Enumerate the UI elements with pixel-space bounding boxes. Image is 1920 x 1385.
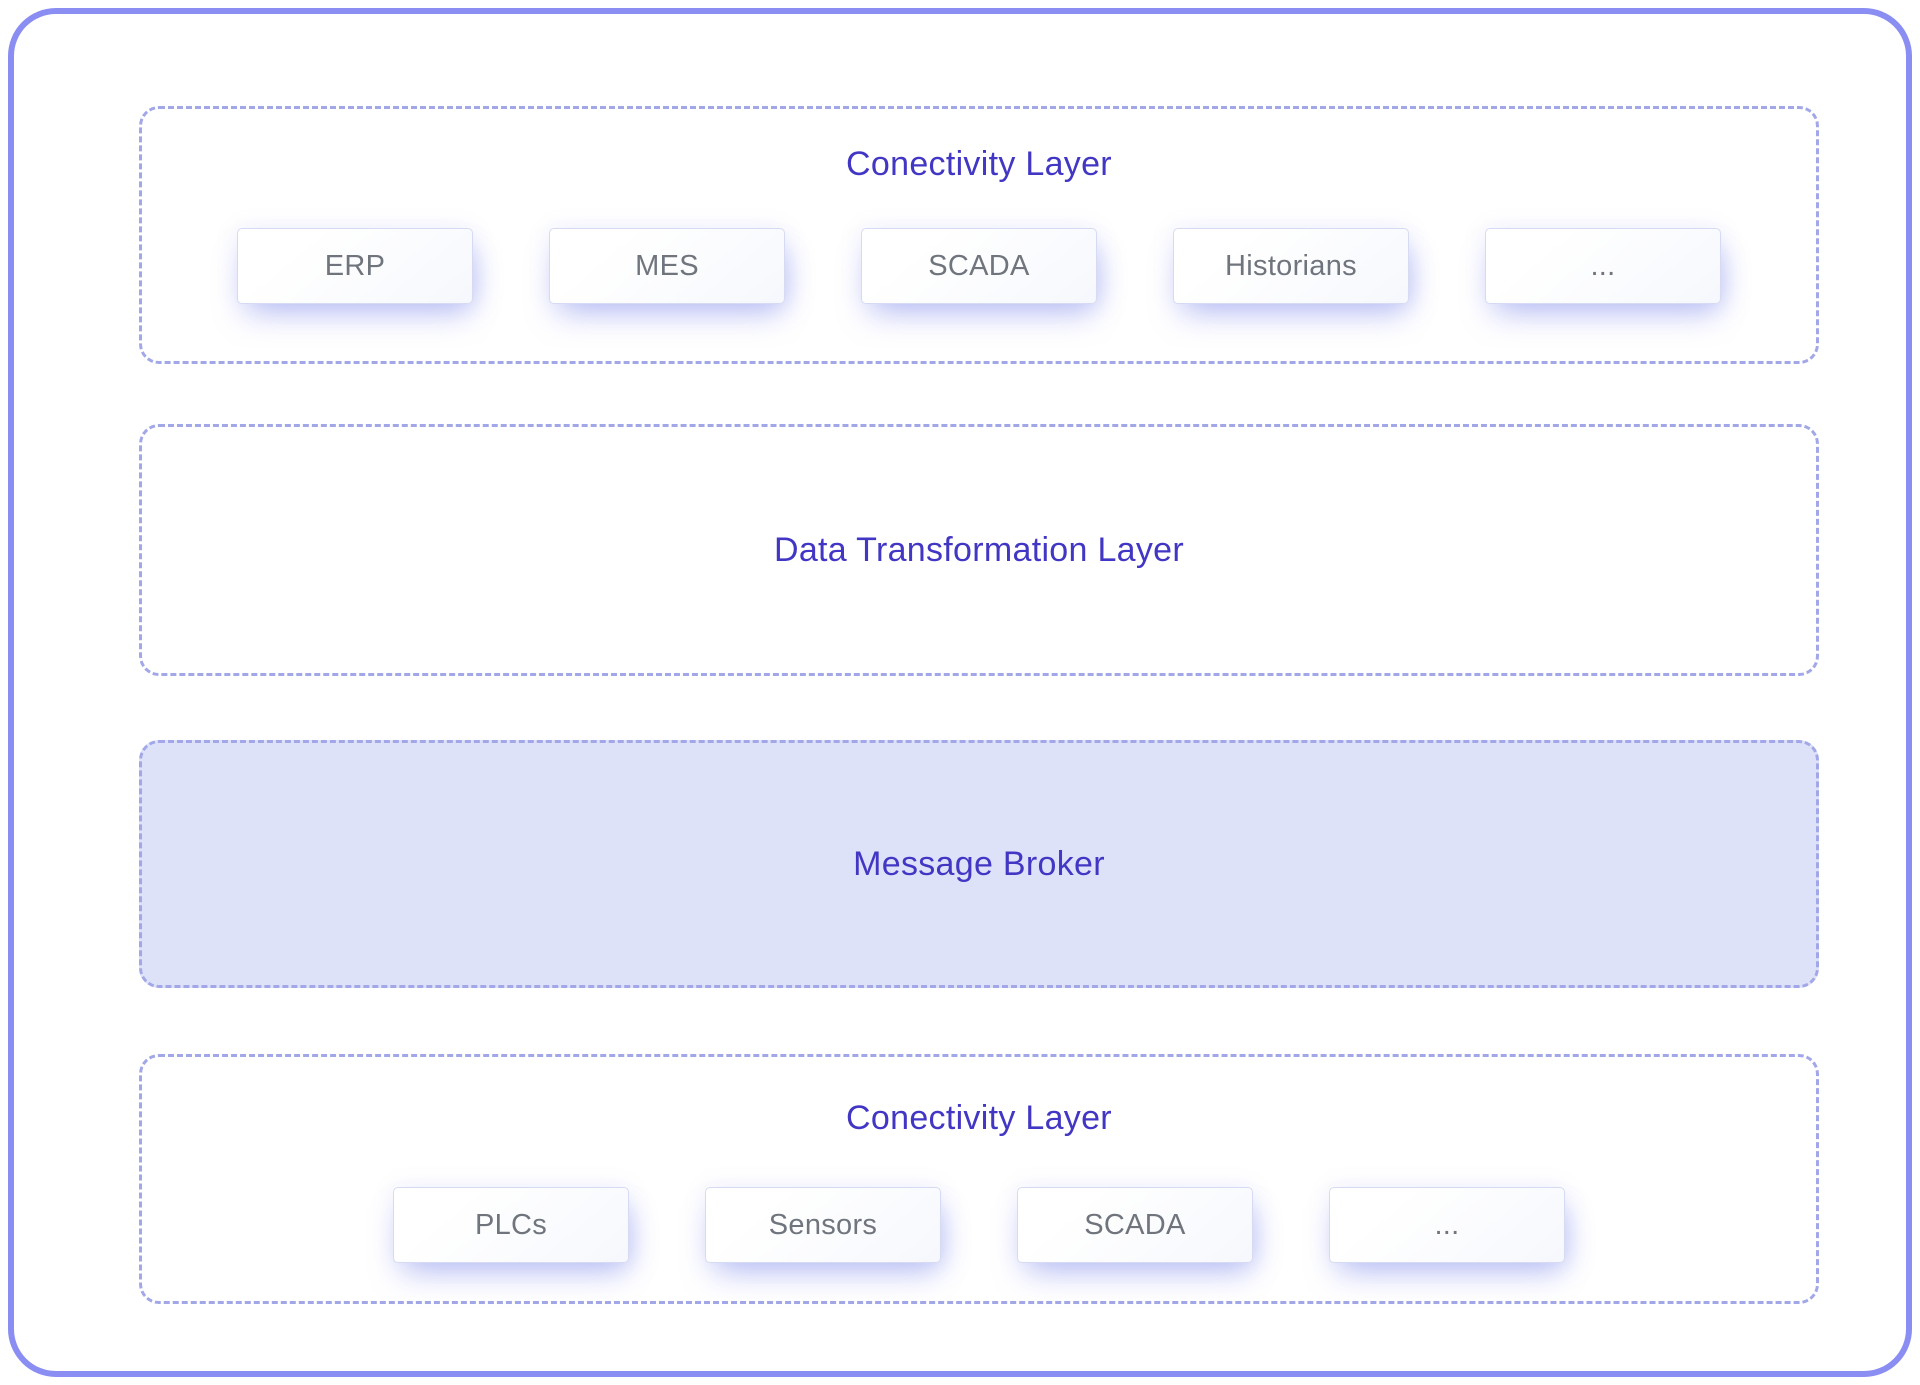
layer-center: Message Broker [142, 743, 1816, 985]
chip-row-top: ERP MES SCADA Historians ... [142, 228, 1816, 304]
layer-title: Data Transformation Layer [773, 531, 1185, 569]
layer-message-broker: Message Broker [139, 740, 1819, 988]
layer-title: Message Broker [853, 845, 1105, 883]
layer-connectivity-bottom: Conectivity Layer PLCs Sensors SCADA ... [139, 1054, 1819, 1304]
item-ellipsis-bottom: ... [1329, 1187, 1565, 1263]
outer-frame: Conectivity Layer ERP MES SCADA Historia… [8, 8, 1912, 1377]
layer-data-transformation: Data Transformation Layer [139, 424, 1819, 676]
item-mes: MES [549, 228, 785, 304]
chip-row-bottom: PLCs Sensors SCADA ... [142, 1187, 1816, 1263]
item-ellipsis-top: ... [1485, 228, 1721, 304]
item-plcs: PLCs [393, 1187, 629, 1263]
item-scada-bottom: SCADA [1017, 1187, 1253, 1263]
layer-title: Conectivity Layer [846, 145, 1112, 183]
item-scada-top: SCADA [861, 228, 1097, 304]
item-erp: ERP [237, 228, 473, 304]
item-sensors: Sensors [705, 1187, 941, 1263]
item-historians: Historians [1173, 228, 1409, 304]
layer-title: Conectivity Layer [846, 1099, 1112, 1137]
layer-center: Data Transformation Layer [142, 427, 1816, 673]
layer-connectivity-top: Conectivity Layer ERP MES SCADA Historia… [139, 106, 1819, 364]
